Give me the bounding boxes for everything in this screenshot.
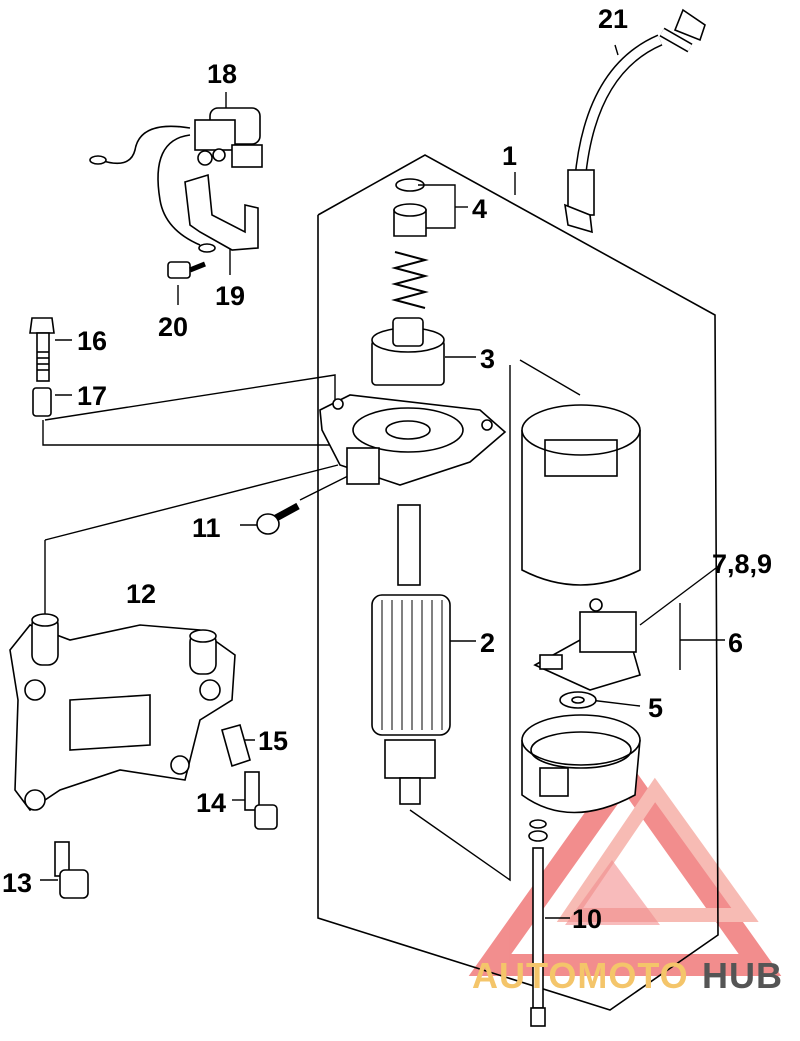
part-14-bolt — [244, 771, 278, 830]
callout-3: 3 — [480, 344, 495, 374]
part-5-washer — [559, 691, 597, 709]
callout-5: 5 — [648, 693, 663, 723]
callout-1: 1 — [502, 141, 517, 171]
part-17-collar — [32, 387, 52, 417]
callout-19: 19 — [215, 281, 245, 311]
part-18-solenoid — [89, 107, 263, 253]
part-11-screw — [256, 502, 300, 535]
callout-4: 4 — [472, 194, 487, 224]
assembly-outline — [317, 154, 719, 1011]
part-4-clip — [393, 178, 427, 237]
callout-17: 17 — [77, 381, 107, 411]
watermark-triangle-core — [565, 860, 660, 925]
watermark-triangle-inner — [556, 777, 759, 922]
callout-14: 14 — [196, 788, 226, 818]
part-6-brush-holder — [533, 598, 641, 691]
watermark-text-hub: HUB — [702, 955, 783, 996]
callout-13: 13 — [2, 868, 32, 898]
callout-12: 12 — [126, 579, 156, 609]
callout-11: 11 — [192, 513, 221, 543]
callout-16: 16 — [77, 326, 107, 356]
front-cover — [319, 394, 507, 486]
rear-cover — [521, 714, 641, 814]
part-19-bracket — [184, 173, 259, 251]
callout-10: 10 — [572, 904, 602, 934]
part-16-bolt — [29, 317, 55, 382]
callout-15: 15 — [258, 726, 288, 756]
watermark-text: AUTOMOTO HUB — [472, 955, 783, 996]
callout-2: 2 — [480, 628, 495, 658]
watermark-triangle-outer — [468, 756, 782, 976]
watermark-text-automoto: AUTOMOTO — [472, 955, 689, 996]
part-13-bolt — [54, 841, 89, 899]
part-21-cable — [564, 8, 706, 234]
watermark-logo — [468, 756, 782, 976]
part-2-armature — [371, 504, 451, 805]
yoke-housing — [521, 404, 641, 586]
part-12-bracket — [9, 613, 236, 812]
spring — [391, 251, 429, 309]
callouts: 1 2 3 4 5 6 7,8,9 10 11 12 13 14 15 16 1… — [2, 4, 772, 934]
callout-7-8-9: 7,8,9 — [712, 549, 772, 579]
part-20-screw — [167, 261, 206, 279]
callout-21: 21 — [598, 4, 628, 34]
callout-18: 18 — [207, 59, 237, 89]
part-15-pin — [221, 724, 251, 768]
part-10-through-bolt — [528, 819, 548, 1027]
callout-20: 20 — [158, 312, 188, 342]
part-3-pinion — [371, 317, 445, 386]
callout-6: 6 — [728, 628, 743, 658]
